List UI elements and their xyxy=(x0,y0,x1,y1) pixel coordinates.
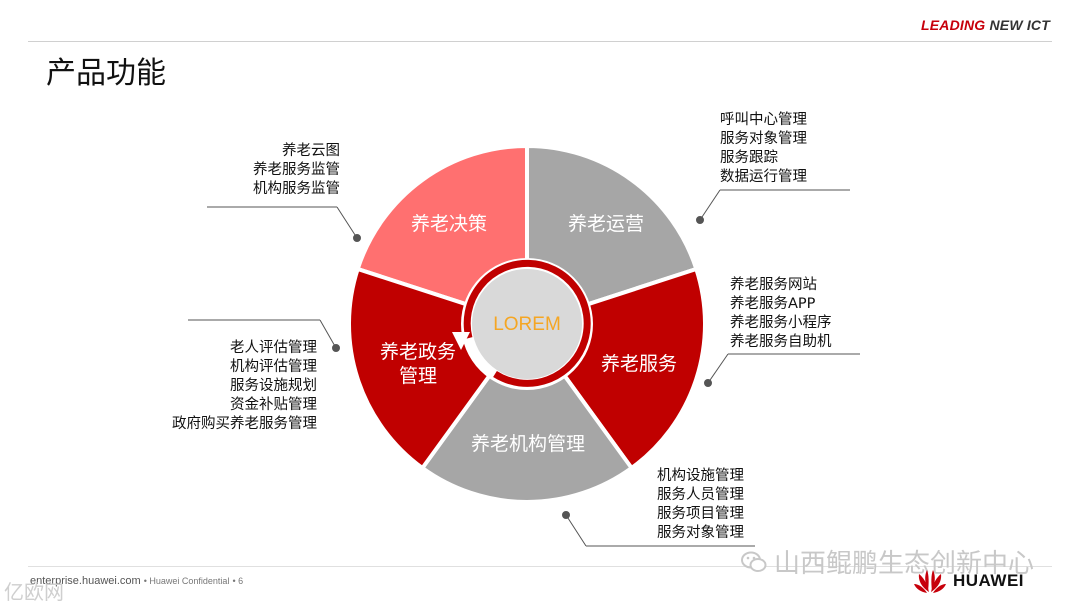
label-item: 政府购买养老服务管理 xyxy=(172,416,317,432)
leader-decision-diag xyxy=(336,206,358,239)
leader-operation-dot xyxy=(696,216,704,224)
wechat-watermark: 山西鲲鹏生态创新中心 xyxy=(740,543,1034,580)
label-item: 服务跟踪 xyxy=(720,150,778,166)
center-label: LOREM xyxy=(493,314,561,335)
huawei-logo-text: HUAWEI xyxy=(953,571,1024,590)
label-item: 老人评估管理 xyxy=(230,340,317,356)
huawei-logo: HUAWEI xyxy=(913,568,1024,594)
center-circle xyxy=(472,269,582,379)
segment-label-government-line2: 管理 xyxy=(399,365,437,387)
leader-decision-dot xyxy=(353,234,361,242)
segment-institution xyxy=(419,320,635,504)
wechat-icon xyxy=(741,551,767,572)
top-divider xyxy=(28,41,1052,42)
bottom-divider xyxy=(28,566,1052,567)
labels-operation: 呼叫中心管理 服务对象管理 服务跟踪 数据运行管理 xyxy=(720,111,807,187)
brand-slogan-leading: LEADING xyxy=(920,17,986,33)
labels-institution: 机构设施管理 服务人员管理 服务项目管理 服务对象管理 xyxy=(657,467,744,543)
label-item: 服务对象管理 xyxy=(657,525,744,541)
segment-label-service: 养老服务 xyxy=(601,353,677,375)
labels-service: 养老服务网站 养老服务APP 养老服务小程序 养老服务自助机 xyxy=(730,276,832,352)
label-item: 服务人员管理 xyxy=(657,487,744,503)
label-item: 养老服务APP xyxy=(730,296,816,312)
label-item: 资金补贴管理 xyxy=(230,397,317,413)
label-item: 机构设施管理 xyxy=(657,468,744,484)
brand-slogan-newict: NEW ICT xyxy=(989,17,1050,33)
watermark-text: 山西鲲鹏生态创新中心 xyxy=(774,549,1035,579)
label-item: 养老服务小程序 xyxy=(730,315,832,331)
label-item: 服务设施规划 xyxy=(230,378,317,394)
corner-watermark: 亿欧网 xyxy=(4,580,64,604)
leader-institution-diag xyxy=(565,514,587,547)
segment-label-institution: 养老机构管理 xyxy=(471,433,585,455)
segment-label-government-line1: 养老政务 xyxy=(380,341,456,363)
label-item: 机构评估管理 xyxy=(230,359,317,375)
page-title: 产品功能 xyxy=(46,56,166,91)
segment-label-decision: 养老决策 xyxy=(411,213,487,235)
leader-gov-diag xyxy=(319,319,337,349)
ring-arrow-icon xyxy=(452,332,470,350)
label-item: 机构服务监管 xyxy=(253,181,340,197)
leader-operation-diag xyxy=(699,189,721,221)
footer-site: enterprise.huawei.com xyxy=(30,575,141,587)
label-item: 数据运行管理 xyxy=(720,169,807,185)
ring-arc xyxy=(463,259,591,387)
leader-service-diag xyxy=(707,353,729,384)
label-item: 服务项目管理 xyxy=(657,506,744,522)
label-item: 呼叫中心管理 xyxy=(720,112,807,128)
leader-gov-dot xyxy=(332,344,340,352)
footer-confidential: Huawei Confidential xyxy=(149,576,230,586)
leader-service-dot xyxy=(704,379,712,387)
labels-government: 老人评估管理 机构评估管理 服务设施规划 资金补贴管理 政府购买养老服务管理 xyxy=(172,339,317,434)
leader-institution-dot xyxy=(562,511,570,519)
label-item: 服务对象管理 xyxy=(720,131,807,147)
labels-decision: 养老云图 养老服务监管 机构服务监管 xyxy=(253,142,340,199)
label-item: 养老云图 xyxy=(282,143,340,159)
label-item: 养老服务自助机 xyxy=(730,334,832,350)
footer-page-number: 6 xyxy=(238,576,244,586)
label-item: 养老服务网站 xyxy=(730,277,817,293)
footer: enterprise.huawei.com • Huawei Confident… xyxy=(30,575,244,587)
brand-slogan: LEADING NEW ICT xyxy=(921,17,1050,33)
label-item: 养老服务监管 xyxy=(253,162,340,178)
huawei-petal-icon xyxy=(914,570,946,593)
segment-label-operation: 养老运营 xyxy=(568,213,644,235)
